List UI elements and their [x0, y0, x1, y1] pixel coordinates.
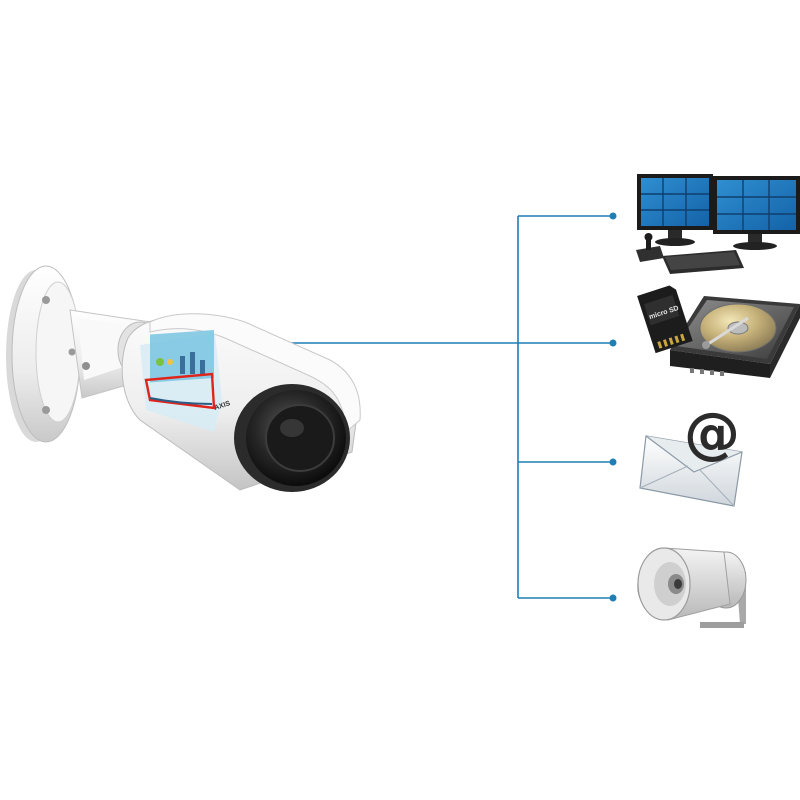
- email-notification-icon: @: [639, 401, 743, 507]
- thermal-bullet-camera-icon: AXIS: [6, 265, 361, 492]
- at-sign-symbol: @: [684, 401, 740, 466]
- monitors-endpoint-dot: [609, 212, 617, 220]
- storage-endpoint-dot: [609, 339, 617, 347]
- camera-brand-mark: AXIS: [213, 400, 231, 412]
- speaker-endpoint-dot: [609, 594, 617, 602]
- horn-speaker-icon: [637, 547, 747, 628]
- storage-hard-drive-sd-card-icon: micro SD: [637, 285, 800, 378]
- email-endpoint-dot: [609, 458, 617, 466]
- video-monitoring-station-icon: [636, 174, 800, 274]
